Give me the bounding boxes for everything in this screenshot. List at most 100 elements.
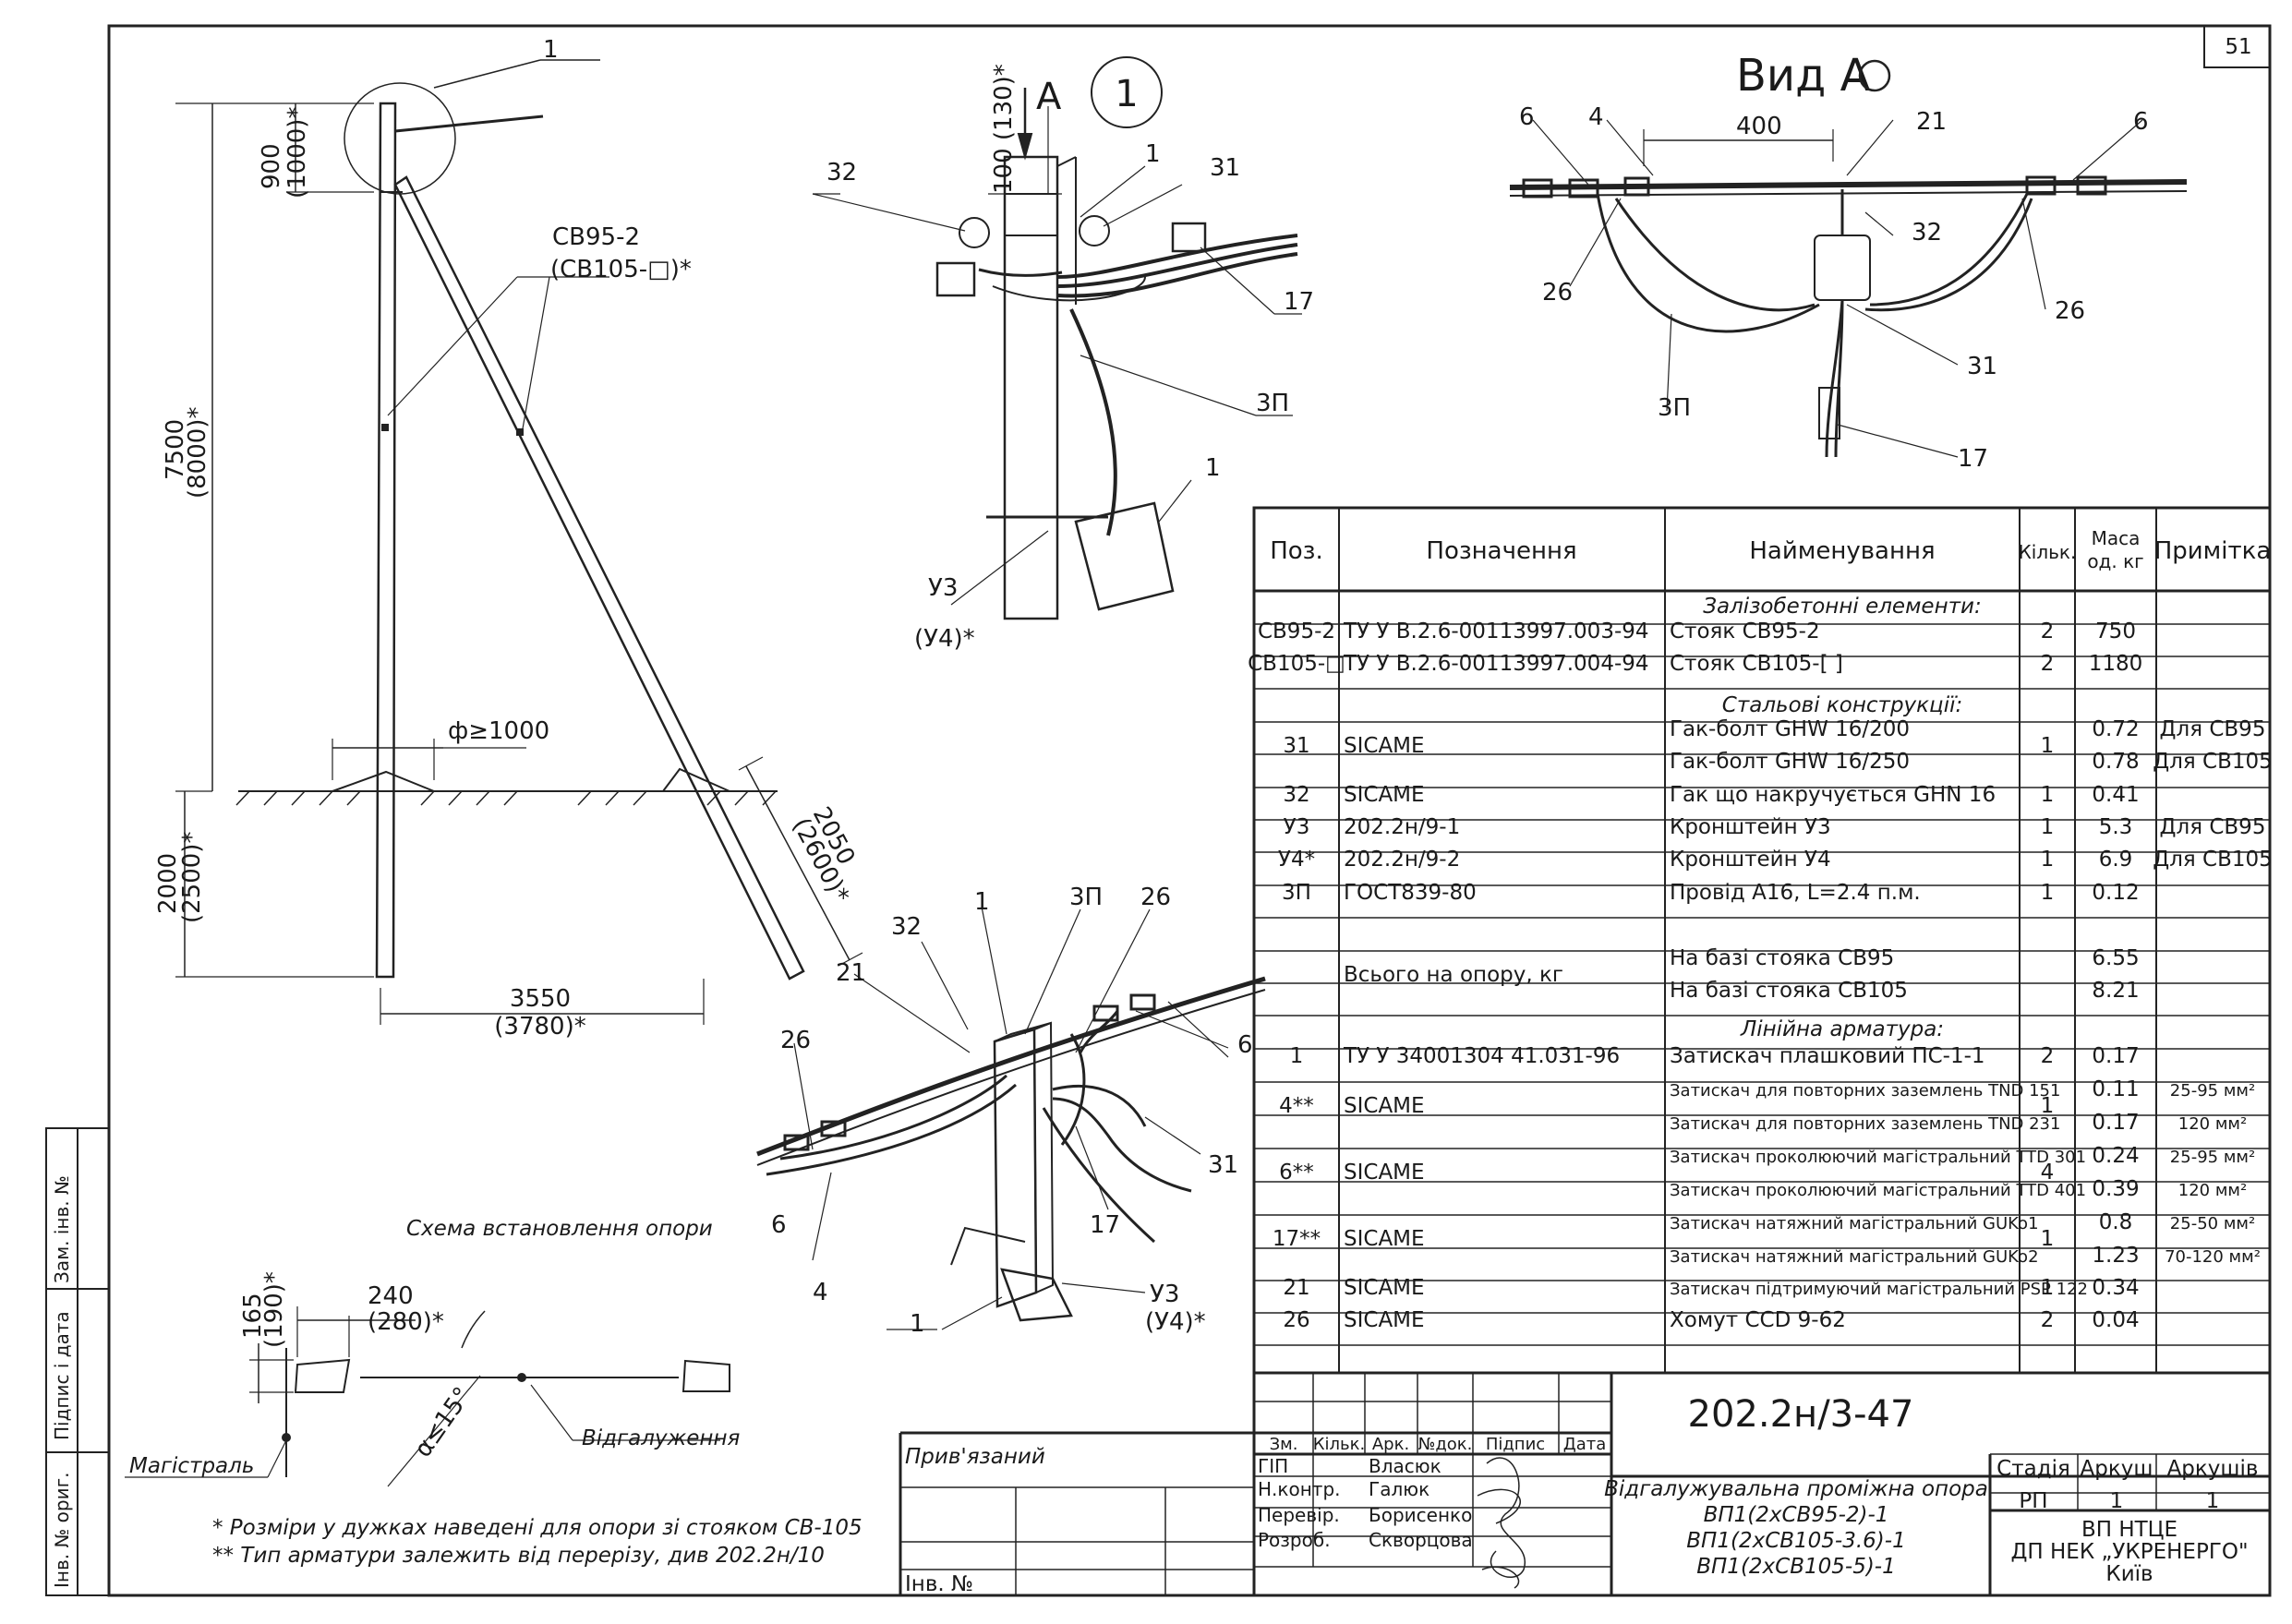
- dim-100: 100 (130)*: [990, 64, 1018, 194]
- row-note: 25-95 мм²: [2170, 1148, 2255, 1167]
- row-mass: 6.55: [2092, 946, 2139, 970]
- row-mass: 0.24: [2092, 1144, 2139, 1168]
- row-poz: У4*: [1278, 848, 1315, 872]
- label-17-iso: 17: [1090, 1211, 1120, 1239]
- label-1-top: 1: [1145, 140, 1161, 168]
- row-poz: 31: [1283, 734, 1309, 758]
- desc-2: ВП1(2хСВ95-2)-1: [1704, 1503, 1889, 1527]
- arkushiv-label: Аркушів: [2167, 1457, 2259, 1481]
- drawing-labels: 51 1 СВ95-2 (СВ105-□)* 900 (1000)* 7500 …: [51, 35, 2252, 1588]
- dim-165: 165: [239, 1293, 267, 1339]
- row-poz: 26: [1283, 1308, 1309, 1332]
- row-mass: 0.17: [2092, 1111, 2139, 1135]
- row-qty: 1: [2041, 848, 2055, 872]
- row-note: 25-50 мм²: [2170, 1214, 2255, 1233]
- row-name: На базі стояка СВ95: [1670, 946, 1894, 970]
- row-qty: 1: [2041, 1227, 2055, 1251]
- label-3p-va: 3П: [1658, 394, 1691, 422]
- row-qty: 2: [2041, 1044, 2055, 1068]
- row-mass: 0.8: [2099, 1210, 2133, 1234]
- row-note: 70-120 мм²: [2165, 1247, 2261, 1267]
- col-data: Дата: [1563, 1435, 1607, 1454]
- label-6-iso-left: 6: [771, 1211, 787, 1239]
- arrow-a-letter: А: [1036, 76, 1062, 118]
- section-steel: Стальові конструкції:: [1722, 693, 1962, 717]
- pole-elevation: [175, 59, 863, 1025]
- role-title: ГІП: [1258, 1455, 1288, 1477]
- view-a-title: Вид А: [1736, 50, 1871, 102]
- row-qty: 1: [2041, 1094, 2055, 1118]
- label-u4-iso: (У4)*: [1145, 1308, 1206, 1336]
- row-poznach: ТУ У В.2.6-00113997.003-94: [1343, 620, 1649, 644]
- th-prym: Примітка: [2154, 537, 2272, 565]
- side-stamp-inv: Інв. № ориг.: [51, 1473, 73, 1588]
- role-title: Розроб.: [1258, 1529, 1331, 1551]
- row-poz: 1: [1290, 1044, 1304, 1068]
- arkush-label: Аркуш: [2081, 1457, 2153, 1481]
- row-mass: 8.21: [2092, 979, 2139, 1003]
- row-poz: 32: [1283, 783, 1309, 807]
- dim-7500: 7500: [162, 419, 189, 480]
- note-1: * Розміри у дужках наведені для опори зі…: [212, 1516, 863, 1540]
- label-32-va: 32: [1912, 219, 1942, 247]
- row-qty: 1: [2041, 783, 2055, 807]
- role-title: Перевір.: [1258, 1504, 1340, 1526]
- dim-190: (190)*: [260, 1271, 288, 1348]
- label-26-va-right: 26: [2055, 297, 2085, 325]
- dim-2500: (2500)*: [178, 832, 206, 923]
- role-title: Н.контр.: [1258, 1478, 1341, 1500]
- label-26-iso-left: 26: [780, 1027, 811, 1054]
- side-stamp-zam: Зам. інв. №: [51, 1175, 73, 1283]
- row-note: Для СВ95: [2160, 717, 2266, 741]
- row-note: 120 мм²: [2178, 1181, 2247, 1200]
- row-mass: 0.12: [2092, 881, 2139, 905]
- dim-900: 900: [258, 143, 285, 189]
- row-name: Стояк СВ105-[ ]: [1670, 652, 1843, 676]
- view-a: [1509, 119, 2188, 458]
- row-name: Затискач проколюючий магістральний TTD 4…: [1670, 1181, 2086, 1200]
- dim-240: 240: [368, 1282, 414, 1310]
- org-3: Київ: [2105, 1562, 2153, 1586]
- row-mass: 750: [2095, 620, 2136, 644]
- label-31-iso: 31: [1208, 1151, 1238, 1179]
- dim-8000: (8000)*: [184, 407, 211, 499]
- label-1-bracket: 1: [1205, 454, 1221, 482]
- spec-table-grid: [1252, 506, 2272, 1375]
- row-note: 25-95 мм²: [2170, 1081, 2255, 1101]
- row-poz: 17**: [1273, 1227, 1321, 1251]
- col-pidpys: Підпис: [1486, 1435, 1545, 1454]
- row-poznach: 202.2н/9-2: [1344, 848, 1460, 872]
- desc-4: ВП1(2хСВ105-5)-1: [1696, 1555, 1896, 1579]
- th-naim: Найменування: [1749, 537, 1935, 565]
- section-fittings: Лінійна арматура:: [1740, 1017, 1944, 1041]
- desc-3: ВП1(2хСВ105-3.6)-1: [1686, 1529, 1905, 1553]
- row-qty: 1: [2041, 815, 2055, 839]
- row-mass: 0.04: [2092, 1308, 2139, 1332]
- label-6-iso-right: 6: [1237, 1031, 1253, 1059]
- pryviazanyi: Прив'язаний: [905, 1445, 1045, 1469]
- detail-view-1: [812, 56, 1302, 620]
- desc-1: Відгалужувальна проміжна опора: [1604, 1477, 1988, 1501]
- label-26-va-left: 26: [1542, 279, 1573, 307]
- label-vidgaluzhennia: Відгалуження: [582, 1426, 741, 1450]
- label-u4-top: (У4)*: [914, 625, 975, 653]
- label-mahistral: Магістраль: [129, 1454, 254, 1478]
- row-name: Затискач натяжний магістральний GUKo1: [1670, 1214, 2039, 1233]
- row-poznach: ГОСТ839-80: [1344, 881, 1477, 905]
- label-32-iso: 32: [891, 913, 922, 941]
- row-qty: 1: [2041, 881, 2055, 905]
- row-name: Затискач натяжний магістральний GUKo2: [1670, 1247, 2039, 1267]
- row-name: Гак що накручується GHN 16: [1670, 783, 1996, 807]
- row-note: Для СВ105: [2153, 750, 2273, 774]
- label-26-iso-top: 26: [1140, 884, 1171, 911]
- note-2: ** Тип арматури залежить від перерізу, д…: [212, 1544, 825, 1568]
- col-ark: Арк.: [1372, 1435, 1409, 1454]
- th-poz: Поз.: [1270, 537, 1323, 565]
- row-note: 120 мм²: [2178, 1114, 2247, 1134]
- isometric-view: [756, 906, 1266, 1330]
- row-mass: 0.39: [2092, 1177, 2139, 1201]
- role-name: Власюк: [1369, 1455, 1442, 1477]
- role-name: Борисенко: [1369, 1504, 1472, 1526]
- label-cb95: СВ95-2: [552, 223, 640, 251]
- stadiia-label: Стадія: [1996, 1457, 2070, 1481]
